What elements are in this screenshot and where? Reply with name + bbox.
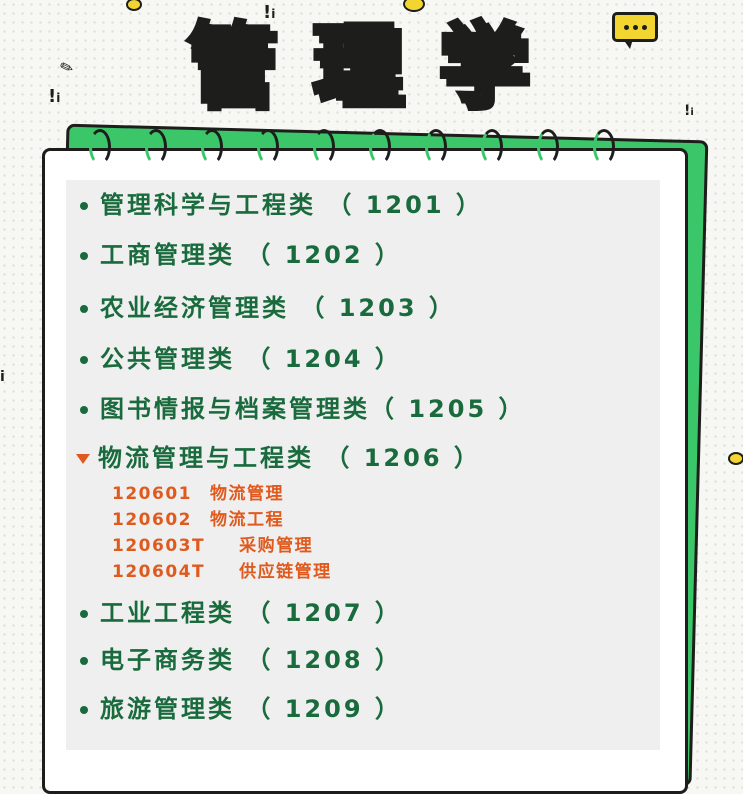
category-code: 1205 [408, 395, 488, 423]
category-code: 1201 [365, 191, 445, 219]
bullet-icon [80, 202, 88, 210]
binder-ring [201, 129, 223, 165]
category-name: 管理科学与工程类 [100, 191, 316, 219]
bullet-icon [80, 706, 88, 714]
category-item-1202: 工商管理类 （ 1202 ） [80, 240, 402, 270]
major-item-120603T: 120603T 采购管理 [112, 535, 313, 557]
binder-ring [313, 129, 335, 165]
page-title: 管理学 [184, 12, 564, 116]
binder-ring [369, 129, 391, 165]
category-name: 公共管理类 [100, 345, 235, 373]
sparkle-icon: i [0, 369, 5, 385]
category-item-1207: 工业工程类 （ 1207 ） [80, 598, 402, 628]
category-item-1206: 物流管理与工程类 （ 1206 ） [76, 443, 481, 473]
major-name: 物流工程 [209, 510, 284, 530]
category-list-panel [66, 180, 660, 750]
expand-triangle-icon [76, 454, 90, 464]
binder-ring [593, 129, 615, 165]
major-item-120604T: 120604T 供应链管理 [112, 561, 332, 583]
sparkle-icon: !i [48, 86, 61, 107]
binder-ring [89, 129, 111, 165]
binder-ring [537, 129, 559, 165]
category-code: 1208 [284, 646, 364, 674]
major-name: 采购管理 [239, 536, 314, 556]
bullet-icon [80, 657, 88, 665]
category-item-1204: 公共管理类 （ 1204 ） [80, 344, 402, 374]
title-shadow: 管理学 [191, 19, 571, 124]
binder-ring [145, 129, 167, 165]
major-item-120601: 120601 物流管理 [112, 483, 284, 505]
sparkle-icon: !i [684, 103, 694, 119]
binder-ring [425, 129, 447, 165]
category-name: 工商管理类 [100, 241, 235, 269]
major-code: 120604T [112, 562, 206, 582]
category-code: 1206 [363, 444, 443, 472]
binder-ring [481, 129, 503, 165]
major-item-120602: 120602 物流工程 [112, 509, 284, 531]
category-name: 工业工程类 [100, 599, 235, 627]
category-item-1205: 图书情报与档案管理类（ 1205 ） [80, 394, 526, 424]
sparkle-icon: !i [263, 2, 276, 23]
category-item-1209: 旅游管理类 （ 1209 ） [80, 694, 402, 724]
pencil-icon: ✎ [57, 56, 77, 79]
binder-ring [257, 129, 279, 165]
bullet-icon [80, 252, 88, 260]
title-banner: 管理学 管理学 [140, 12, 610, 124]
bullet-icon [80, 610, 88, 618]
bullet-icon [80, 406, 88, 414]
major-name: 物流管理 [209, 484, 284, 504]
category-item-1201: 管理科学与工程类 （ 1201 ） [80, 190, 483, 220]
category-item-1203: 农业经济管理类 （ 1203 ） [80, 293, 456, 323]
category-name: 农业经济管理类 [100, 294, 289, 322]
category-code: 1209 [284, 695, 364, 723]
yellow-dot-decoration [728, 452, 743, 465]
category-code: 1203 [338, 294, 418, 322]
category-name: 物流管理与工程类 [98, 444, 314, 472]
category-code: 1202 [284, 241, 364, 269]
category-code: 1207 [284, 599, 364, 627]
major-code: 120602 [112, 510, 192, 530]
category-name: 图书情报与档案管理类 [100, 395, 370, 423]
category-item-1208: 电子商务类 （ 1208 ） [80, 645, 402, 675]
chat-bubble-icon [612, 12, 658, 49]
yellow-dot-decoration [126, 0, 142, 11]
category-code: 1204 [284, 345, 364, 373]
bullet-icon [80, 356, 88, 364]
major-code: 120603T [112, 536, 206, 556]
bullet-icon [80, 305, 88, 313]
major-name: 供应链管理 [239, 562, 332, 582]
category-name: 旅游管理类 [100, 695, 235, 723]
major-code: 120601 [112, 484, 192, 504]
category-name: 电子商务类 [100, 646, 235, 674]
yellow-dot-decoration [403, 0, 425, 12]
